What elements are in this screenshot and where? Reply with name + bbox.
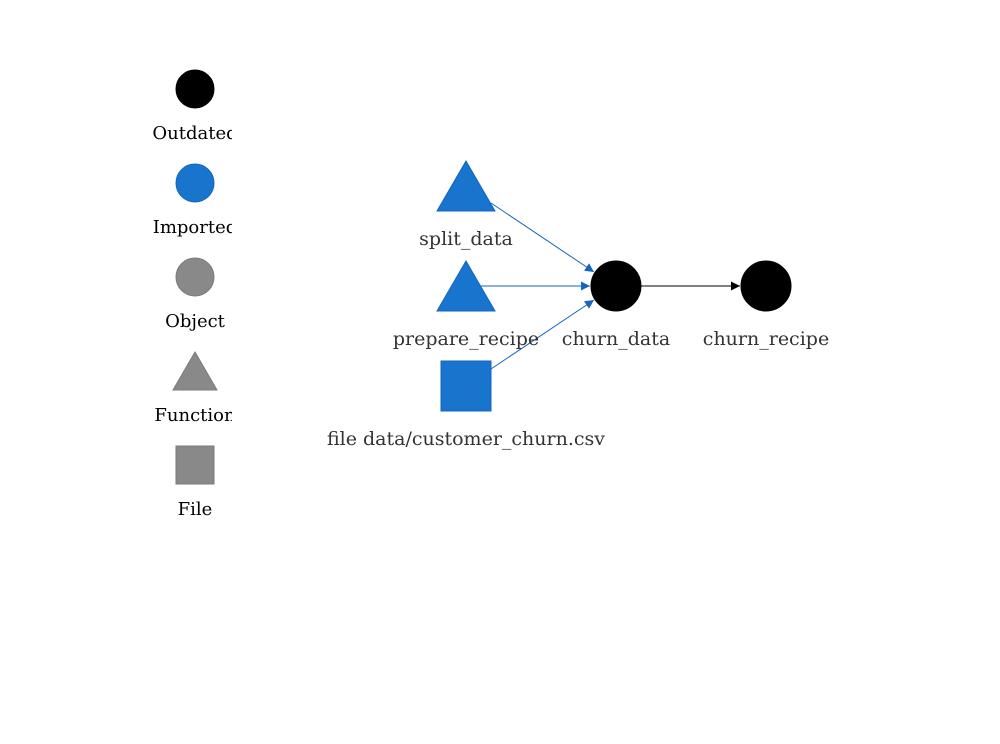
- legend-label-outdated: Outdated: [152, 123, 237, 144]
- function-triangle-icon[interactable]: [436, 260, 496, 312]
- legend-label-imported: Imported: [153, 217, 238, 238]
- legend: Outdated Imported Object Function File: [152, 69, 238, 520]
- legend-item-file: File: [175, 445, 215, 520]
- node-label-file-csv: file data/customer_churn.csv: [327, 428, 605, 450]
- node-label-churn-recipe: churn_recipe: [703, 328, 829, 350]
- legend-item-function: Function: [154, 351, 236, 426]
- outdated-circle-icon[interactable]: [740, 260, 792, 312]
- node-churn-recipe[interactable]: churn_recipe: [703, 260, 829, 350]
- edge-file-csv-to-churn-data: [490, 299, 595, 370]
- function-triangle-icon[interactable]: [436, 160, 496, 212]
- node-prepare-recipe[interactable]: prepare_recipe: [393, 260, 539, 350]
- node-label-churn-data: churn_data: [562, 328, 670, 350]
- file-square-icon[interactable]: [440, 360, 492, 412]
- graph-edges: [481, 202, 740, 370]
- node-split-data[interactable]: split_data: [419, 160, 513, 250]
- outdated-circle-icon: [175, 69, 215, 109]
- legend-label-function: Function: [154, 405, 236, 426]
- legend-label-file: File: [178, 499, 213, 520]
- graph-nodes: split_data prepare_recipe file data/cust…: [327, 160, 829, 450]
- file-square-icon: [175, 445, 215, 485]
- outdated-circle-icon[interactable]: [590, 260, 642, 312]
- edge-split-data-to-churn-data: [490, 202, 595, 273]
- legend-item-object: Object: [165, 257, 226, 332]
- node-label-prepare-recipe: prepare_recipe: [393, 328, 539, 350]
- object-circle-icon: [175, 257, 215, 297]
- legend-label-object: Object: [165, 311, 226, 332]
- legend-item-imported: Imported: [153, 163, 238, 238]
- function-triangle-icon: [172, 351, 218, 391]
- node-file-customer-churn-csv[interactable]: file data/customer_churn.csv: [327, 360, 605, 450]
- node-churn-data[interactable]: churn_data: [562, 260, 670, 350]
- legend-item-outdated: Outdated: [152, 69, 237, 144]
- node-label-split-data: split_data: [419, 228, 513, 250]
- imported-circle-icon: [175, 163, 215, 203]
